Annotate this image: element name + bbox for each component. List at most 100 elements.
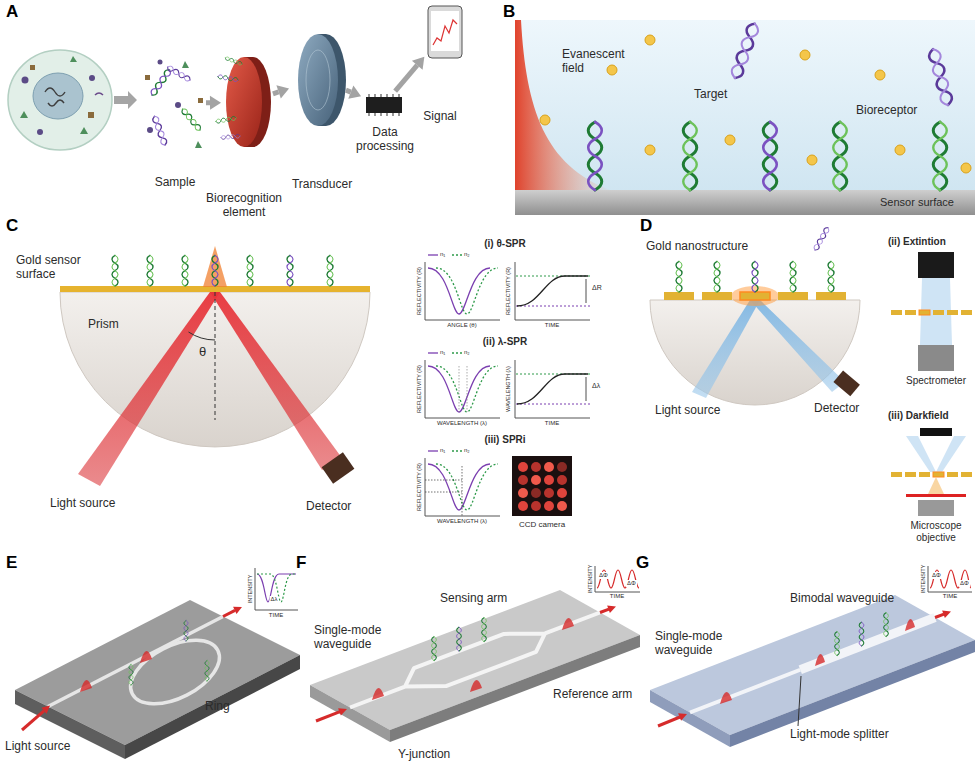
graph-title: (i) θ-SPR: [484, 238, 526, 250]
spr-graphs: [452, 450, 462, 451]
sensor-surface-scene: [515, 20, 975, 215]
spr-prism-setup: [112, 255, 118, 286]
spr-graphs: [557, 488, 567, 498]
biorecognition-disc: [225, 56, 243, 65]
darkfield-setup: [891, 428, 972, 516]
bimodal-interferometer: [658, 717, 680, 726]
sensor-surface-scene: [933, 122, 947, 190]
sensor-surface-scene: [588, 122, 602, 190]
spr-graphs: [544, 462, 554, 472]
legend-label: n₁: [440, 447, 445, 454]
spr-graphs: [428, 268, 490, 314]
sample-molecules: [182, 61, 189, 68]
tablet-display: [431, 11, 459, 51]
spr-graphs: [531, 488, 541, 498]
bimodal-interferometer: [835, 632, 840, 656]
panel-letter: C: [6, 216, 18, 236]
darkfield-setup: [906, 494, 966, 497]
bimodal-interferometer: [930, 570, 971, 588]
spr-graphs: [586, 377, 587, 401]
darkfield-setup: [936, 436, 966, 472]
cell-illustration: [20, 111, 28, 118]
bimodal-interferometer: [650, 690, 730, 747]
ring-resonator: [257, 574, 296, 602]
mach-zehnder-interferometer: [457, 627, 462, 651]
spr-graphs: [425, 262, 590, 320]
spr-graphs: [436, 366, 498, 412]
stage-label: Sample: [145, 176, 205, 190]
extinction-setup: [919, 310, 930, 315]
extinction-setup: [891, 252, 972, 371]
annotation-label: Single-mode waveguide: [314, 624, 394, 652]
axis-label: INTENSITY: [247, 575, 253, 604]
cell-illustration: [70, 56, 77, 62]
bimodal-interferometer: [942, 611, 951, 618]
spr-graphs: [544, 501, 554, 511]
delta-label: Δλ: [269, 596, 278, 603]
transducer-disc: [298, 34, 338, 126]
darkfield-setup: [905, 472, 916, 477]
biorecognition-disc: [216, 56, 271, 147]
panel-letter: A: [6, 2, 18, 22]
annotation-label: Detector: [814, 402, 859, 416]
spr-graphs: [425, 466, 462, 516]
annotation-label: Detector: [306, 500, 351, 514]
flow-arrow: [346, 86, 361, 99]
cell-illustration: [88, 112, 94, 118]
darkfield-setup: [961, 472, 972, 477]
lspr-setup: [833, 371, 859, 397]
spr-prism-setup: [182, 255, 188, 286]
tablet-display: [433, 20, 457, 45]
biorecognition-disc: [216, 116, 237, 124]
bimodal-interferometer: [798, 676, 801, 726]
spr-prism-setup: [189, 332, 216, 340]
darkfield-setup: [920, 428, 952, 436]
sensor-surface-scene: [540, 35, 971, 173]
bimodal-interferometer: [884, 613, 889, 637]
stage-label: Biorecognition element: [199, 192, 289, 220]
axis-label: TIME: [545, 420, 559, 427]
delta-label: ΔΦ: [959, 580, 970, 587]
delta-label: ΔR: [592, 284, 602, 292]
bimodal-interferometer: [859, 622, 864, 646]
transducer-disc: [298, 34, 346, 126]
processor-chip: [366, 97, 402, 113]
darkfield-setup: [928, 477, 944, 494]
legend-label: n₂: [464, 251, 470, 258]
spr-prism-setup: [147, 255, 153, 286]
lspr-setup: [740, 292, 770, 300]
lspr-setup: [750, 300, 845, 392]
lspr-setup: [828, 261, 834, 292]
stage-label: Data processing: [352, 126, 418, 154]
darkfield-setup: [906, 436, 936, 472]
annotation-label: Bimodal waveguide: [790, 592, 894, 606]
delta-label: ΔΦ: [626, 580, 637, 587]
mach-zehnder-interferometer: [372, 618, 574, 700]
extinction-setup: [961, 310, 972, 315]
cell-illustration: [30, 65, 35, 70]
spr-graphs: [436, 268, 498, 314]
stage-label: Signal: [415, 110, 465, 124]
biorecognition-disc: [221, 134, 240, 139]
annotation-label: Light source: [5, 740, 70, 754]
annotation-label: Spectrometer: [906, 375, 966, 387]
lspr-setup: [676, 261, 682, 292]
spr-graphs: [557, 501, 567, 511]
sensor-surface-scene: [800, 50, 810, 60]
sensor-surface-scene: [833, 122, 847, 190]
sensor-surface-scene: [645, 145, 655, 155]
spr-graphs: [516, 306, 590, 307]
annotation-label: Gold sensor surface: [16, 254, 100, 282]
darkfield-setup: [919, 472, 930, 477]
sensor-surface-scene: [807, 155, 817, 165]
arrow-shaft: [206, 100, 210, 105]
graph-title: (ii) λ-SPR: [483, 336, 527, 348]
arrow-head: [276, 85, 289, 98]
darkfield-setup: [947, 472, 958, 477]
axis-label: TIME: [545, 322, 559, 329]
annotation-label: Target: [694, 88, 727, 102]
annotation-label: Reference arm: [553, 688, 632, 702]
